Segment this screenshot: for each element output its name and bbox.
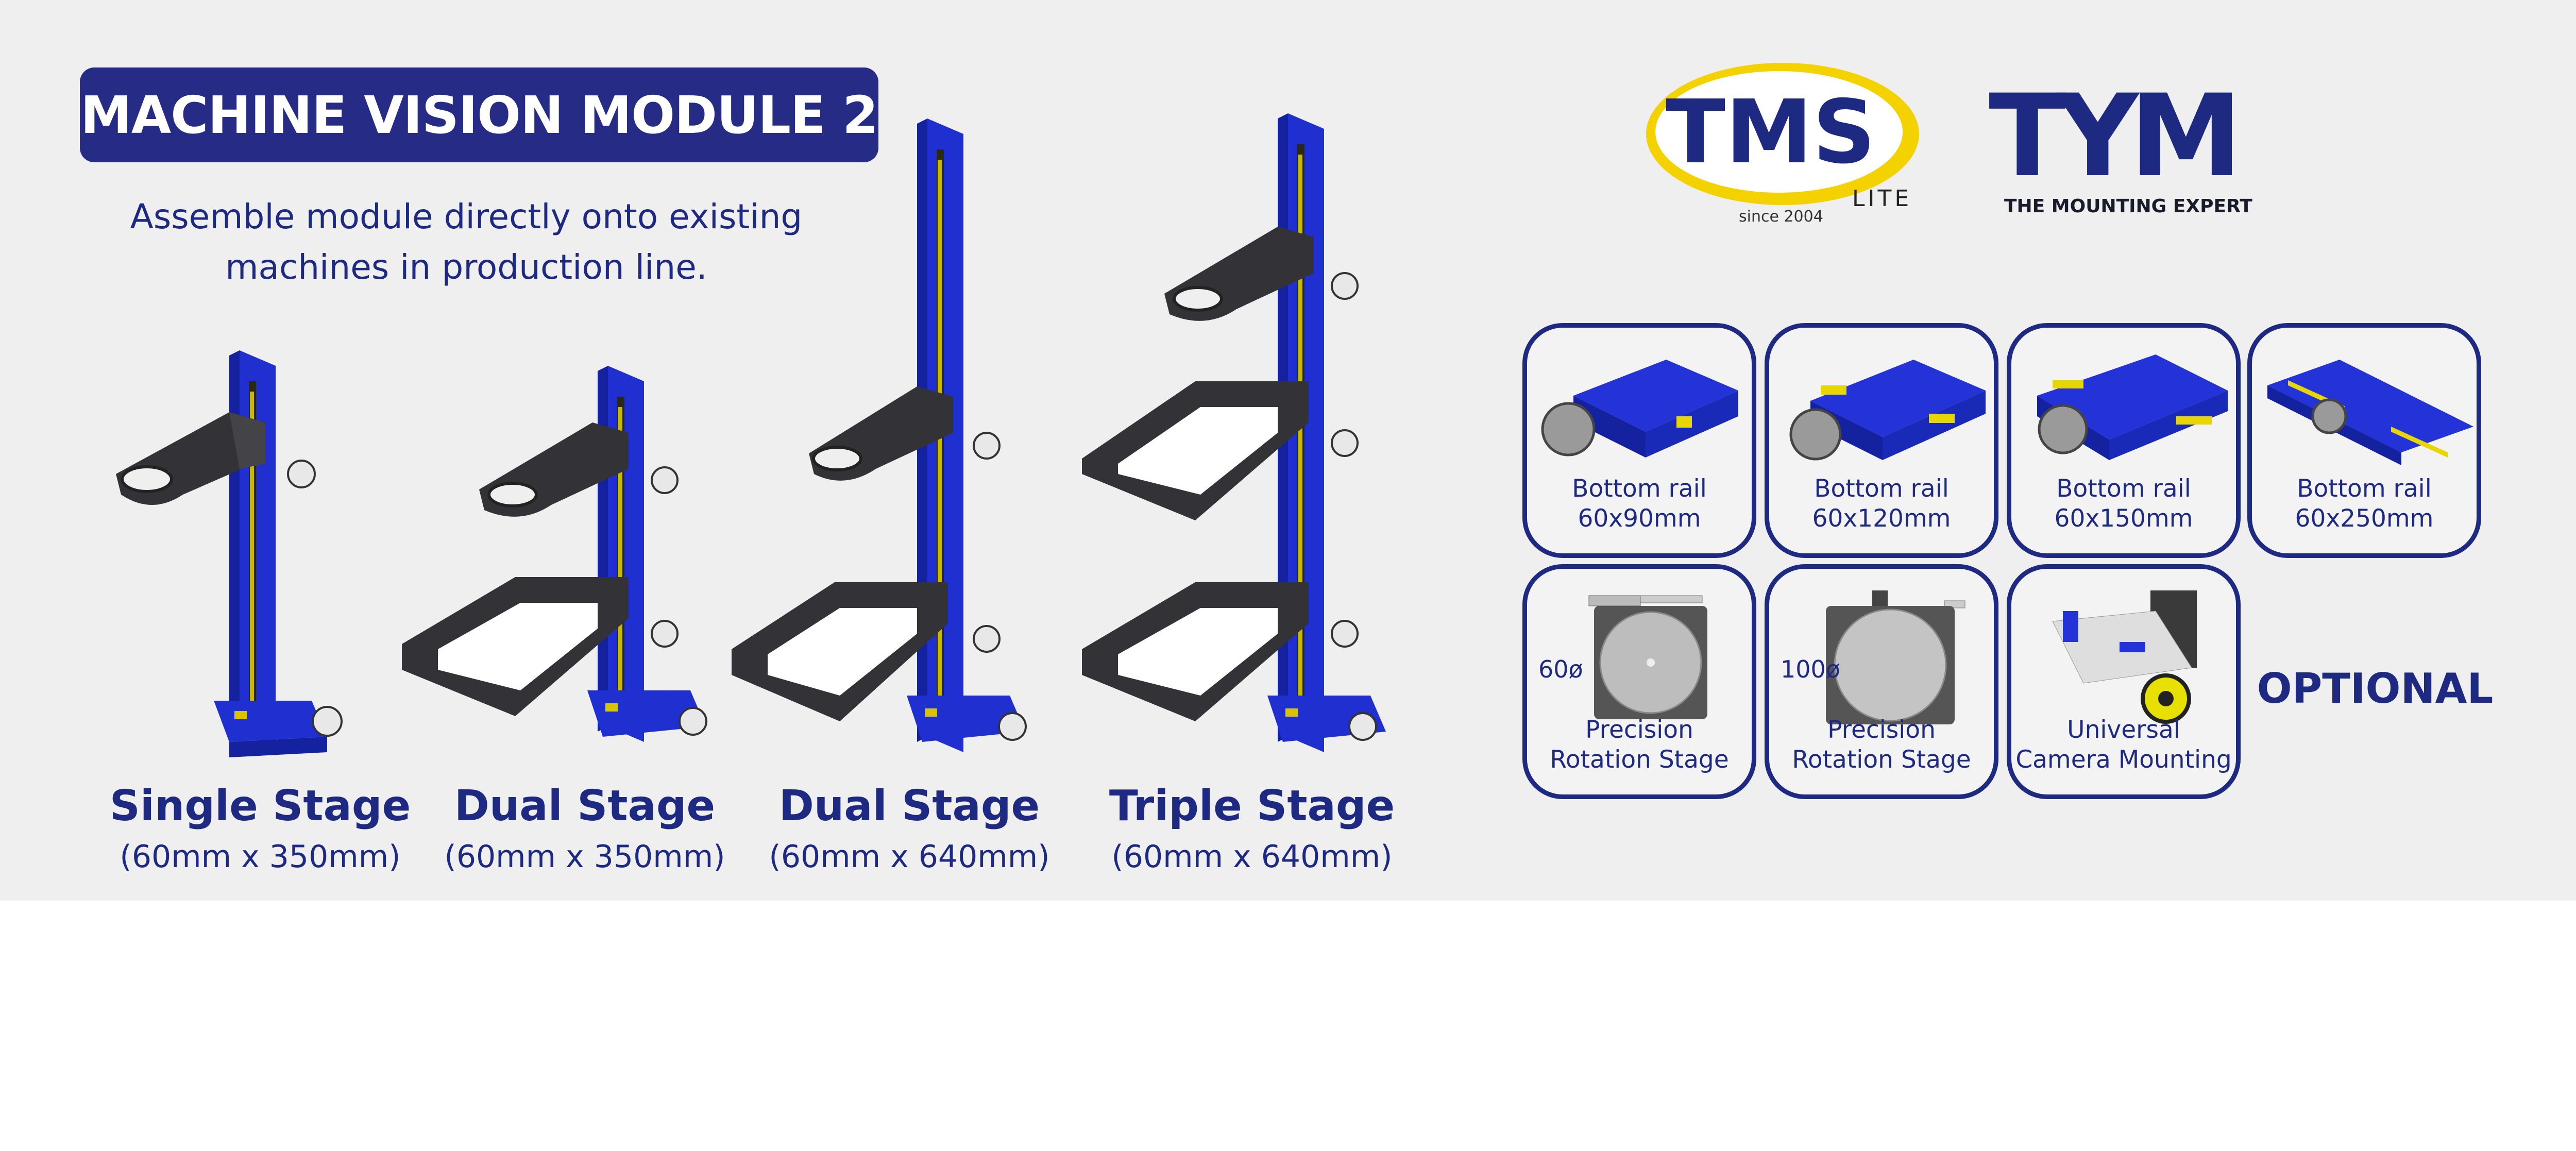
tym-logo-tagline: THE MOUNTING EXPERT xyxy=(2004,196,2252,217)
tile-caption-line1: Precision xyxy=(1827,716,1936,744)
tile-caption-line2: 60x90mm xyxy=(1578,504,1701,533)
tile-caption-line1: Bottom rail xyxy=(1814,475,1949,503)
tile-caption-line2: 60x120mm xyxy=(1812,504,1951,533)
option-tile-rail-60x120: Bottom rail 60x120mm xyxy=(1765,323,1998,558)
subtitle: Assemble module directly onto existing m… xyxy=(67,192,866,293)
tms-logo-since: since 2004 xyxy=(1739,208,1823,226)
rotation-stage-icon xyxy=(1588,595,1707,719)
diameter-label: 100ø xyxy=(1781,655,1840,683)
camera-mount-icon xyxy=(2052,590,2197,724)
rotation-stage-icon xyxy=(1826,590,1965,724)
stage-name: Dual Stage xyxy=(454,782,716,831)
option-tile-rotation-100: 100ø Precision Rotation Stage xyxy=(1765,564,1998,799)
tile-caption-line2: Camera Mounting xyxy=(2015,746,2232,774)
option-tile-rail-60x90: Bottom rail 60x90mm xyxy=(1522,323,1756,558)
tile-caption-line2: 60x250mm xyxy=(2295,504,2434,533)
dual-stage-350-image xyxy=(402,366,707,742)
single-stage-image xyxy=(116,350,343,757)
stage-size: (60mm x 350mm) xyxy=(444,839,725,875)
stage-size: (60mm x 350mm) xyxy=(120,839,401,875)
tms-logo-text: TMS xyxy=(1666,81,1876,183)
tms-logo-lite: LITE xyxy=(1852,185,1912,212)
stage-name: Triple Stage xyxy=(1109,782,1395,831)
stage-size: (60mm x 640mm) xyxy=(1111,839,1393,875)
option-tile-rail-60x150: Bottom rail 60x150mm xyxy=(2007,323,2241,558)
stage-name: Dual Stage xyxy=(778,782,1040,831)
subtitle-line-1: Assemble module directly onto existing xyxy=(130,197,803,236)
tile-caption-line1: Bottom rail xyxy=(2056,475,2191,503)
tile-caption-line1: Bottom rail xyxy=(1572,475,1707,503)
option-tile-rotation-60: 60ø Precision Rotation Stage xyxy=(1522,564,1756,799)
stage-label-single: Single Stage (60mm x 350mm) xyxy=(95,781,425,882)
diameter-label: 60ø xyxy=(1538,655,1583,683)
optional-label: OPTIONAL xyxy=(2257,665,2494,713)
linear-stage-icon xyxy=(1789,360,1986,461)
page-title: MACHINE VISION MODULE 2 xyxy=(80,84,878,145)
stage-label-dual-350: Dual Stage (60mm x 350mm) xyxy=(420,781,750,882)
dual-stage-640-image xyxy=(732,119,1027,752)
linear-stage-icon xyxy=(1541,360,1738,458)
stage-size: (60mm x 640mm) xyxy=(769,839,1050,875)
tile-caption-line2: Rotation Stage xyxy=(1550,746,1729,774)
title-badge: MACHINE VISION MODULE 2 xyxy=(80,67,878,162)
option-tile-camera-mounting: Universal Camera Mounting xyxy=(2007,564,2241,799)
tile-caption-line1: Bottom rail xyxy=(2297,475,2432,503)
tile-caption-line2: 60x150mm xyxy=(2054,504,2193,533)
stage-label-triple: Triple Stage (60mm x 640mm) xyxy=(1087,781,1417,882)
tym-logo-text: TYM xyxy=(1989,77,2233,202)
stage-name: Single Stage xyxy=(109,782,411,831)
option-tile-rail-60x250: Bottom rail 60x250mm xyxy=(2247,323,2481,558)
linear-stage-icon xyxy=(2267,360,2473,465)
subtitle-line-2: machines in production line. xyxy=(225,247,707,287)
tile-caption-line1: Precision xyxy=(1585,716,1693,744)
tms-lite-logo: TMS LITE since 2004 xyxy=(1646,63,1919,226)
stage-label-dual-640: Dual Stage (60mm x 640mm) xyxy=(744,781,1074,882)
tile-caption-line1: Universal xyxy=(2067,716,2180,744)
linear-stage-icon xyxy=(2037,354,2228,460)
tym-logo: TYM THE MOUNTING EXPERT xyxy=(1989,77,2252,217)
tile-caption-line2: Rotation Stage xyxy=(1792,746,1971,774)
triple-stage-image xyxy=(1082,113,1386,752)
